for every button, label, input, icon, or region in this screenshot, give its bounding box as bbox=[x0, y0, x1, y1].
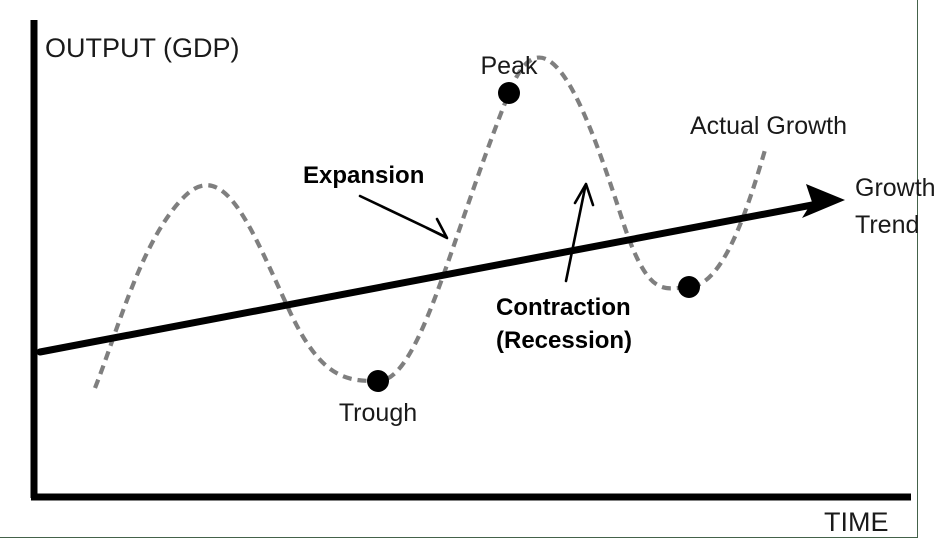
growth-trend-label-line1: Growth bbox=[855, 174, 936, 202]
growth-trend-label-line2: Trend bbox=[855, 211, 919, 239]
contraction-label-line2: (Recession) bbox=[496, 327, 632, 354]
peak-marker-dot bbox=[498, 82, 520, 104]
actual-growth-curve bbox=[93, 55, 768, 389]
contraction-label-line1: Contraction bbox=[496, 294, 631, 321]
contraction-arrow-head bbox=[573, 182, 595, 207]
actual-growth-label: Actual Growth bbox=[690, 112, 847, 140]
y-axis-label: OUTPUT (GDP) bbox=[45, 33, 240, 63]
trough-marker-dot bbox=[367, 370, 389, 392]
peak-label: Peak bbox=[481, 52, 538, 80]
expansion-arrow-head bbox=[425, 217, 449, 240]
x-axis-label: TIME bbox=[824, 507, 889, 537]
trough-label: Trough bbox=[339, 399, 417, 427]
contraction-arrow-shaft bbox=[564, 186, 587, 283]
expansion-label: Expansion bbox=[303, 162, 424, 189]
growth-trend-line bbox=[36, 198, 832, 356]
second-trough-marker-dot bbox=[678, 276, 700, 298]
growth-trend-arrowhead bbox=[802, 184, 845, 218]
